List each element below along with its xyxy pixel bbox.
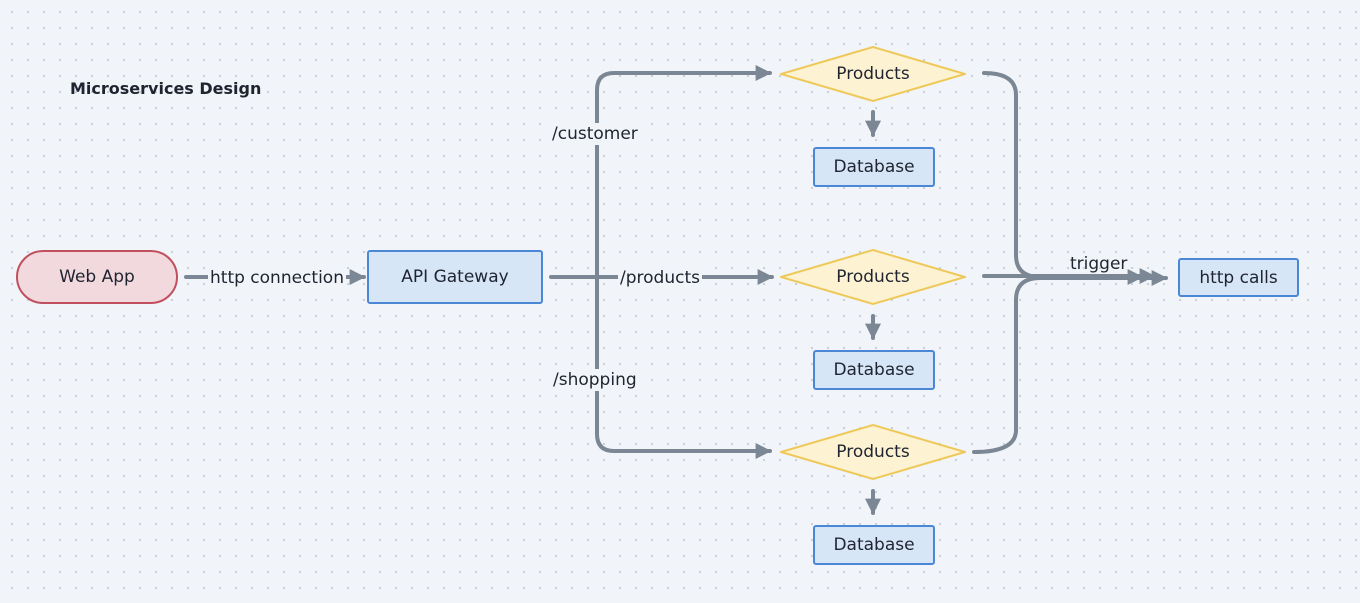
- service-label: Products: [836, 267, 910, 287]
- edge-customer[interactable]: [595, 65, 772, 279]
- service-node-customer[interactable]: Products: [780, 46, 966, 102]
- diamond-shape: [780, 46, 966, 102]
- service-node-products[interactable]: Products: [780, 249, 966, 305]
- api-gateway-label: API Gateway: [401, 267, 509, 287]
- diagram-title: Microservices Design: [70, 79, 262, 98]
- database-label: Database: [833, 360, 915, 380]
- edge-label-trigger: trigger: [1070, 254, 1128, 274]
- edge-label-customer: /customer: [550, 123, 640, 145]
- database-label: Database: [833, 157, 915, 177]
- edge-trigger-bottom[interactable]: [972, 270, 1168, 454]
- edge-shopping[interactable]: [595, 275, 772, 459]
- edge-label-http-connection: http connection: [208, 267, 346, 289]
- edge-trigger-top[interactable]: [982, 71, 1144, 285]
- http-calls-node[interactable]: http calls: [1178, 258, 1299, 297]
- service-label: Products: [836, 442, 910, 462]
- diamond-shape: [780, 249, 966, 305]
- database-label: Database: [833, 535, 915, 555]
- http-calls-label: http calls: [1199, 267, 1278, 288]
- database-node-products[interactable]: Database: [813, 350, 935, 390]
- edge-label-shopping: /shopping: [551, 369, 639, 391]
- diamond-shape: [780, 424, 966, 480]
- web-app-label: Web App: [59, 267, 135, 287]
- service-node-shopping[interactable]: Products: [780, 424, 966, 480]
- api-gateway-node[interactable]: API Gateway: [367, 250, 543, 304]
- service-label: Products: [836, 64, 910, 84]
- edge-label-products: /products: [618, 267, 702, 289]
- database-node-customer[interactable]: Database: [813, 147, 935, 187]
- database-node-shopping[interactable]: Database: [813, 525, 935, 565]
- web-app-node[interactable]: Web App: [16, 250, 178, 304]
